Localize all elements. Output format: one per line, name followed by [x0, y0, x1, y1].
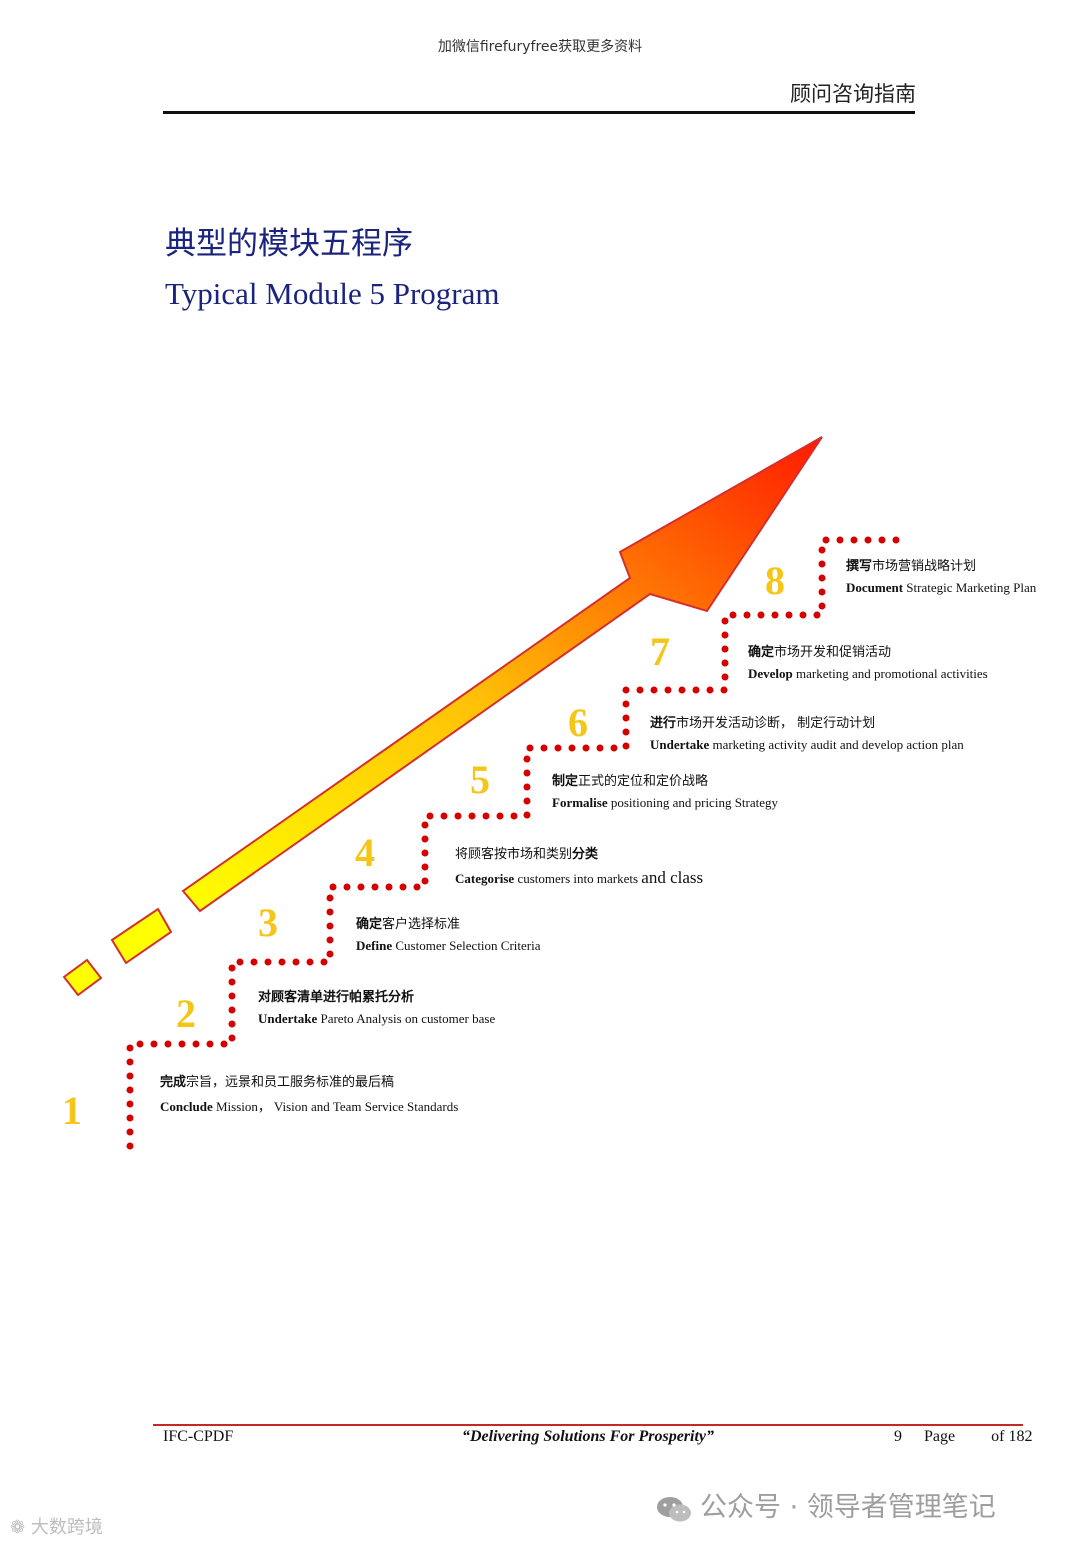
- step-number-8: 8: [765, 558, 785, 603]
- step-cn-verb: 进行: [650, 716, 677, 731]
- footer-doc-code: IFC-CPDF: [163, 1428, 234, 1445]
- step-number-1: 1: [62, 1088, 82, 1133]
- step-cn-verb: 完成: [160, 1075, 187, 1090]
- footer-rule: [153, 1424, 1023, 1426]
- dotted-staircase: [126, 536, 914, 1150]
- step-en-verb: Undertake: [258, 1011, 318, 1026]
- step-en: Document Strategic Marketing Plan: [846, 580, 1036, 596]
- step-7-label: 确定市场开发和促销活动 Develop marketing and promoti…: [748, 641, 988, 682]
- step-cn-text: 市场开发活动诊断， 制定行动计划: [676, 716, 876, 731]
- step-3-label: 确定客户选择标准 Define Customer Selection Criter…: [356, 913, 541, 954]
- arrow-dash-small: [62, 958, 103, 997]
- step-cn-text: 正式的定位和定价战略: [578, 774, 709, 789]
- step-cn-verb: 确定: [356, 917, 383, 932]
- step-en-text: Customer Selection Criteria: [392, 938, 541, 953]
- step-cn-text: 将顾客按市场和类别: [455, 847, 573, 862]
- top-watermark: 加微信firefuryfree获取更多资料: [437, 39, 643, 55]
- header-rule: [163, 111, 915, 114]
- step-number-4: 4: [355, 830, 375, 875]
- step-en-text: Strategic Marketing Plan: [903, 580, 1037, 595]
- step-6-label: 进行市场开发活动诊断， 制定行动计划 Undertake marketing ac…: [650, 712, 964, 753]
- step-number-7: 7: [650, 629, 670, 674]
- step-en-verb: Undertake: [650, 737, 710, 752]
- step-cn: 对顾客清单进行帕累托分析: [258, 986, 495, 1005]
- step-5-label: 制定正式的定位和定价战略 Formalise positioning and pr…: [552, 770, 778, 811]
- step-en-text-large: and class: [641, 868, 704, 887]
- step-8-label: 撰写市场营销战略计划 Document Strategic Marketing P…: [846, 555, 1036, 596]
- step-cn-text: 客户选择标准: [382, 917, 461, 932]
- step-en-text: marketing activity audit and develop act…: [709, 737, 964, 752]
- step-number-3: 3: [258, 900, 278, 945]
- step-en: Undertake Pareto Analysis on customer ba…: [258, 1011, 495, 1027]
- step-en-verb: Define: [356, 938, 393, 953]
- main-arrow: [181, 436, 823, 913]
- step-cn: 撰写市场营销战略计划: [846, 555, 1036, 574]
- step-en: Formalise positioning and pricing Strate…: [552, 795, 778, 811]
- step-en-text: customers into markets: [514, 871, 642, 886]
- wechat-watermark: 公众号 · 领导者管理笔记: [656, 1485, 996, 1524]
- footer-page-number: 9 Page: [894, 1428, 956, 1445]
- step-cn: 确定客户选择标准: [356, 913, 541, 932]
- step-cn: 制定正式的定位和定价战略: [552, 770, 778, 789]
- step-cn-text: 市场开发和促销活动: [774, 645, 892, 660]
- step-number-2: 2: [176, 991, 196, 1036]
- header-title: 顾问咨询指南: [790, 82, 916, 106]
- step-en-verb: Categorise: [455, 871, 515, 886]
- step-en-text: positioning and pricing Strategy: [607, 795, 779, 810]
- footer-slogan: “Delivering Solutions For Prosperity”: [462, 1428, 715, 1445]
- step-en: Undertake marketing activity audit and d…: [650, 737, 964, 753]
- step-en-text: Mission， Vision and Team Service Standar…: [212, 1099, 459, 1114]
- step-cn-verb: 分类: [572, 847, 599, 862]
- step-en-verb: Document: [846, 580, 904, 595]
- step-1-label: 完成宗旨，远景和员工服务标准的最后稿 Conclude Mission， Visi…: [160, 1071, 458, 1115]
- step-en-text: Pareto Analysis on customer base: [317, 1011, 496, 1026]
- brand-watermark: ❁ 大数跨境: [10, 1517, 103, 1538]
- wechat-icon: [657, 1496, 691, 1521]
- brand-logo-icon: ❁: [10, 1517, 26, 1538]
- step-2-label: 对顾客清单进行帕累托分析 Undertake Pareto Analysis on…: [258, 986, 495, 1027]
- step-4-label: 将顾客按市场和类别分类 Categorise customers into mar…: [455, 843, 703, 888]
- step-en: Categorise customers into markets and cl…: [455, 868, 703, 888]
- step-cn-verb: 制定: [552, 774, 579, 789]
- step-en-verb: Develop: [748, 666, 793, 681]
- step-cn: 完成宗旨，远景和员工服务标准的最后稿: [160, 1071, 458, 1090]
- step-en: Define Customer Selection Criteria: [356, 938, 541, 954]
- step-cn: 确定市场开发和促销活动: [748, 641, 988, 660]
- step-cn: 将顾客按市场和类别分类: [455, 843, 703, 862]
- step-cn-verb: 对顾客清单进行帕累托分析: [258, 990, 415, 1005]
- footer-page-info: 9 Page of 182: [894, 1428, 1050, 1446]
- step-cn: 进行市场开发活动诊断， 制定行动计划: [650, 712, 964, 731]
- footer-total-pages: of 182: [991, 1428, 1033, 1445]
- page-title-en: Typical Module 5 Program: [165, 276, 500, 311]
- step-en: Develop marketing and promotional activi…: [748, 666, 988, 682]
- arrow-dash-medium: [110, 907, 173, 965]
- step-number-6: 6: [568, 700, 588, 745]
- step-cn-text: 市场营销战略计划: [872, 559, 977, 574]
- step-cn-verb: 确定: [748, 645, 775, 660]
- step-en-verb: Formalise: [552, 795, 608, 810]
- step-number-5: 5: [470, 757, 490, 802]
- step-en: Conclude Mission， Vision and Team Servic…: [160, 1096, 458, 1115]
- step-en-text: marketing and promotional activities: [792, 666, 988, 681]
- step-cn-text: 宗旨，远景和员工服务标准的最后稿: [186, 1075, 395, 1090]
- page-title-cn: 典型的模块五程序: [165, 226, 413, 262]
- step-en-verb: Conclude: [160, 1099, 213, 1114]
- step-cn-verb: 撰写: [846, 559, 873, 574]
